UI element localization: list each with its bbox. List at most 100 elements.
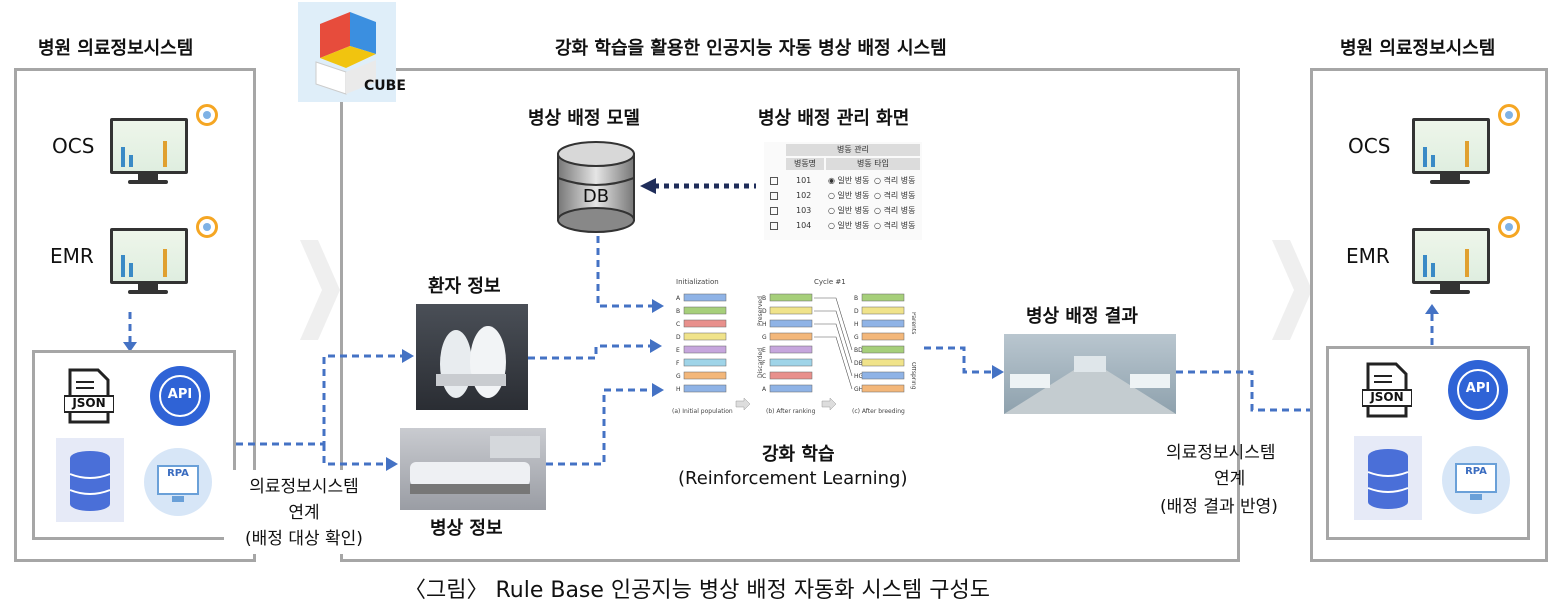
rl-ranked-bar: [769, 306, 813, 315]
row-ward-name: 104: [796, 221, 812, 230]
mgmt-table-row[interactable]: 103○ 일반 병동○ 격리 병동: [764, 204, 922, 217]
left-to-center-arrows: [236, 349, 414, 471]
rl-offspring-label: Offspring: [910, 362, 916, 390]
result-title: 병상 배정 결과: [1026, 306, 1138, 327]
rl-init-bar-letter: H: [676, 386, 681, 393]
left-api-icon: API: [146, 362, 214, 430]
rl-ranked-bar: [769, 345, 813, 354]
mgmt-screen-title: 병상 배정 관리 화면: [758, 108, 910, 129]
row-checkbox[interactable]: [770, 222, 778, 230]
rl-init-bar: [683, 306, 727, 315]
rl-init-bar: [683, 345, 727, 354]
right-chevron-icon: [1272, 240, 1312, 340]
row-option-general[interactable]: ○ 일반 병동: [828, 221, 870, 230]
left-ocs-monitor-icon: [110, 118, 188, 184]
rl-cycle-label: Cycle #1: [814, 278, 846, 286]
left-link-line1: 의료정보시스템: [249, 477, 359, 497]
row-option-isolation[interactable]: ○ 격리 병동: [874, 206, 916, 215]
rl-init-label: Initialization: [676, 278, 719, 286]
cube-logo-text: CUBE: [364, 78, 406, 94]
patient-to-rl-arrow: [528, 339, 662, 360]
rl-b-label: (b) After ranking: [766, 408, 816, 415]
row-option-isolation[interactable]: ○ 격리 병동: [874, 176, 916, 185]
row-checkbox[interactable]: [770, 192, 778, 200]
right-link-line3: (배정 결과 반영): [1160, 497, 1278, 517]
left-panel-title: 병원 의료정보시스템: [38, 38, 194, 59]
rl-bred-bar: [861, 293, 905, 302]
mgmt-table-row[interactable]: 104 ○ 일반 병동 ○ 격리 병동: [764, 219, 922, 232]
mgmt-table-row[interactable]: 102 ○ 일반 병동 ○ 격리 병동: [764, 189, 922, 202]
row-option-general[interactable]: ○ 일반 병동: [828, 191, 870, 200]
rl-init-bar-letter: A: [676, 295, 681, 302]
rl-init-bar-letter: F: [676, 360, 680, 367]
rl-bred-bar-letter: G: [854, 334, 859, 341]
row-option-general[interactable]: ◉ 일반 병동: [828, 176, 870, 185]
left-emr-label: EMR: [50, 244, 94, 268]
right-ocs-gear-icon: [1498, 104, 1520, 126]
right-panel-title: 병원 의료정보시스템: [1340, 38, 1496, 59]
rl-init-bar: [683, 319, 727, 328]
row-ward-name: 102: [796, 191, 812, 200]
left-link-line3: (배정 대상 확인): [245, 529, 363, 549]
right-ocs-label: OCS: [1348, 134, 1391, 158]
left-database-icon: [56, 438, 124, 522]
figure-caption: 〈그림〉 Rule Base 인공지능 병상 배정 자동화 시스템 구성도: [404, 578, 990, 603]
rl-init-bar-letter: G: [676, 373, 681, 380]
row-option-isolation[interactable]: ○ 격리 병동: [874, 221, 916, 230]
left-rpa-icon: RPA: [142, 446, 214, 518]
row-option-isolation[interactable]: ○ 격리 병동: [874, 191, 916, 200]
rl-stage-arrow: [821, 397, 837, 411]
left-json-icon: JSON: [63, 368, 115, 424]
rl-bred-bar-letter: B: [854, 295, 858, 302]
rl-ranked-bar-letter: G: [762, 334, 767, 341]
result-ward-photo: [1004, 334, 1176, 414]
rl-ranked-bar: [769, 332, 813, 341]
rl-stage-arrow: [735, 397, 751, 411]
rl-parents-label: Parents: [910, 312, 916, 334]
mgmt-table-col1: 병동명: [786, 158, 824, 170]
row-checkbox[interactable]: [770, 177, 778, 185]
patient-photo: [416, 304, 528, 410]
left-chevron-icon: [300, 240, 340, 340]
left-link-label: 의료정보시스템 연계 (배정 대상 확인): [224, 470, 384, 554]
rl-a-label: (a) Initial population: [672, 408, 733, 415]
left-api-label: API: [167, 387, 193, 402]
rl-ranked-bar: [769, 371, 813, 380]
rl-connector-line: [814, 323, 853, 377]
rl-bred-bar: [861, 306, 905, 315]
left-rpa-label: RPA: [167, 468, 189, 479]
bed-photo: [400, 428, 546, 510]
rl-init-bar-letter: C: [676, 321, 680, 328]
row-checkbox[interactable]: [770, 207, 778, 215]
row-option-general[interactable]: ○ 일반 병동: [828, 206, 870, 215]
rl-bred-bar: [861, 319, 905, 328]
rl-ranked-bar-letter: E: [762, 347, 766, 354]
rl-bred-bar: [861, 358, 905, 367]
left-emr-gear-icon: [196, 216, 218, 238]
row-ward-name: 101: [796, 176, 812, 185]
rl-bred-bar-letter: BD: [854, 347, 863, 354]
mgmt-table-row[interactable]: 101 ◉ 일반 병동 ○ 격리 병동: [764, 174, 922, 187]
rl-bred-bar-letter: HG: [854, 373, 864, 380]
right-api-icon: API: [1444, 356, 1512, 424]
left-link-line2: 연계: [288, 503, 320, 523]
rl-init-bar: [683, 332, 727, 341]
rl-bred-bar: [861, 332, 905, 341]
cube-logo: CUBE: [298, 2, 406, 102]
rl-bred-bar-letter: D: [854, 308, 859, 315]
db-label: DB: [582, 186, 610, 207]
rl-init-bar-letter: B: [676, 308, 680, 315]
rl-ranked-bar: [769, 293, 813, 302]
rl-to-result-arrow: [924, 346, 1004, 379]
right-up-arrow: [1425, 304, 1439, 348]
right-rpa-label: RPA: [1465, 466, 1487, 477]
mgmt-table-header: 병동 관리: [786, 144, 920, 156]
right-api-label: API: [1465, 381, 1491, 396]
mgmt-to-db-arrow: [640, 178, 756, 194]
rl-ranked-bar-letter: A: [762, 386, 767, 393]
left-emr-monitor-icon: [110, 228, 188, 294]
rl-title-line1: 강화 학습: [762, 444, 835, 465]
right-emr-gear-icon: [1498, 216, 1520, 238]
right-emr-monitor-icon: [1412, 228, 1490, 294]
